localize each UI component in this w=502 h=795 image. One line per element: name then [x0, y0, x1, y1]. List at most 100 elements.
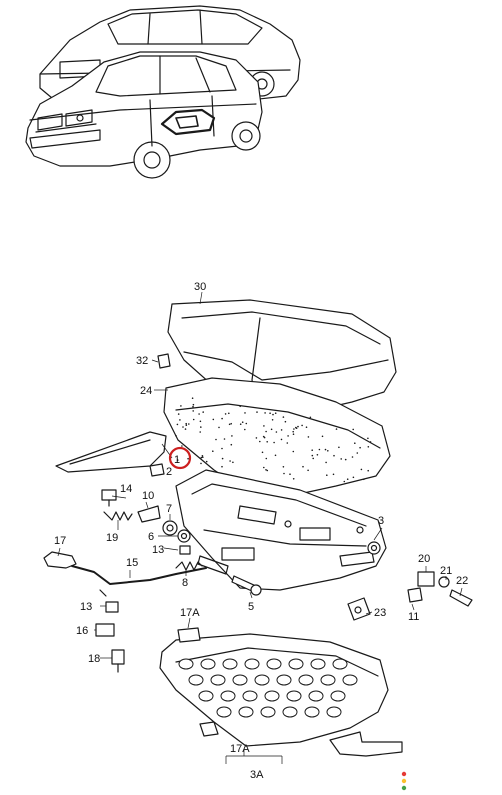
foam-speck: [230, 422, 232, 425]
foam-speck: [244, 412, 246, 414]
foam-speck: [324, 448, 327, 451]
foam-speck: [363, 478, 365, 481]
seat-pan: [159, 633, 403, 757]
car-illustration: [25, 5, 301, 179]
seat-pan-hole: [282, 706, 298, 718]
part-21-washer: [438, 576, 450, 588]
foam-speck: [179, 419, 181, 421]
foam-speck: [185, 422, 187, 425]
highlight-circle: [168, 446, 192, 470]
foam-texture: [175, 397, 372, 483]
part-16-bracket: [95, 623, 115, 637]
seat-pan-hole: [308, 690, 324, 702]
foam-speck: [274, 454, 277, 457]
foam-speck: [200, 426, 202, 428]
foam-speck: [266, 441, 269, 443]
part-10-bracket: [137, 505, 161, 523]
foam-speck: [346, 478, 349, 481]
seat-pan-hole: [298, 674, 314, 686]
callout-17: 17: [54, 535, 66, 547]
foam-speck: [280, 438, 283, 441]
seat-pan-hole: [178, 658, 194, 670]
seat-pan-hole: [232, 674, 248, 686]
seat-pan-holes: [178, 658, 358, 718]
callout-20: 20: [418, 553, 430, 565]
part-2-clip: [149, 463, 165, 477]
foam-speck: [221, 457, 224, 460]
foam-speck: [177, 413, 180, 415]
foam-speck: [192, 418, 195, 421]
callout-15: 15: [126, 557, 138, 569]
status-dot: [401, 771, 407, 777]
foam-speck: [325, 461, 327, 464]
foam-speck: [333, 454, 335, 457]
part-22-bolt: [449, 589, 473, 607]
callout-22: 22: [456, 575, 468, 587]
seat-pan-hole: [198, 690, 214, 702]
foam-speck: [292, 433, 295, 436]
seat-pan-hole: [326, 706, 342, 718]
callout-19: 19: [106, 532, 118, 544]
foam-speck: [223, 438, 226, 440]
part-8-spring: [175, 561, 203, 571]
foam-speck: [316, 454, 319, 456]
seat-pan-hole: [222, 658, 238, 670]
foam-speck: [265, 469, 267, 471]
seat-pan-hole: [276, 674, 292, 686]
foam-speck: [270, 428, 273, 431]
callout-5: 5: [248, 601, 254, 613]
foam-speck: [239, 423, 242, 426]
callout-8: 8: [182, 577, 188, 589]
foam-speck: [199, 431, 201, 433]
seat-pan-hole: [200, 658, 216, 670]
foam-speck: [359, 446, 361, 449]
callout-32: 32: [136, 355, 148, 367]
callout-18: 18: [88, 653, 100, 665]
foam-speck: [256, 411, 258, 413]
foam-speck: [244, 428, 246, 431]
callout-10: 10: [142, 490, 154, 502]
foam-speck: [176, 459, 179, 461]
seat-pan-hole: [286, 690, 302, 702]
seat-pan-hole: [220, 690, 236, 702]
seat-pan-hole: [264, 690, 280, 702]
foam-speck: [369, 441, 372, 443]
seat-pan-hole: [254, 674, 270, 686]
callout-3A: 3A: [250, 769, 264, 781]
foam-speck: [292, 450, 295, 453]
callout-3: 3: [378, 515, 384, 527]
foam-speck: [292, 430, 295, 433]
foam-speck: [175, 435, 177, 437]
seat-pan-hole: [320, 674, 336, 686]
foam-speck: [228, 423, 231, 426]
part-11-bracket: [407, 587, 423, 603]
seat-pan-hole: [342, 674, 358, 686]
foam-speck: [221, 447, 223, 450]
callout-17A-bottom: 17A: [230, 743, 250, 755]
foam-speck: [231, 435, 233, 437]
foam-speck: [312, 457, 315, 460]
foam-speck: [367, 469, 370, 472]
part-19-spring: [103, 511, 133, 521]
foam-speck: [221, 465, 223, 468]
foam-speck: [305, 426, 308, 429]
foam-speck: [284, 420, 287, 423]
foam-speck: [273, 441, 275, 444]
foam-speck: [360, 468, 363, 471]
seat-pan-hole: [288, 658, 304, 670]
callout-14: 14: [120, 483, 132, 495]
seat-pan-hole: [310, 658, 326, 670]
foam-speck: [212, 450, 214, 453]
foam-speck: [292, 478, 295, 480]
foam-speck: [367, 446, 370, 448]
callout-24: 24: [140, 385, 152, 397]
callout-17A-top: 17A: [180, 607, 200, 619]
foam-speck: [282, 416, 285, 418]
foam-speck: [202, 411, 204, 413]
foam-speck: [181, 445, 183, 447]
part-15-release-rod: [71, 565, 207, 585]
foam-speck: [262, 435, 265, 438]
foam-speck: [261, 451, 264, 454]
foam-speck: [293, 428, 295, 430]
callout-11: 11: [408, 611, 419, 623]
